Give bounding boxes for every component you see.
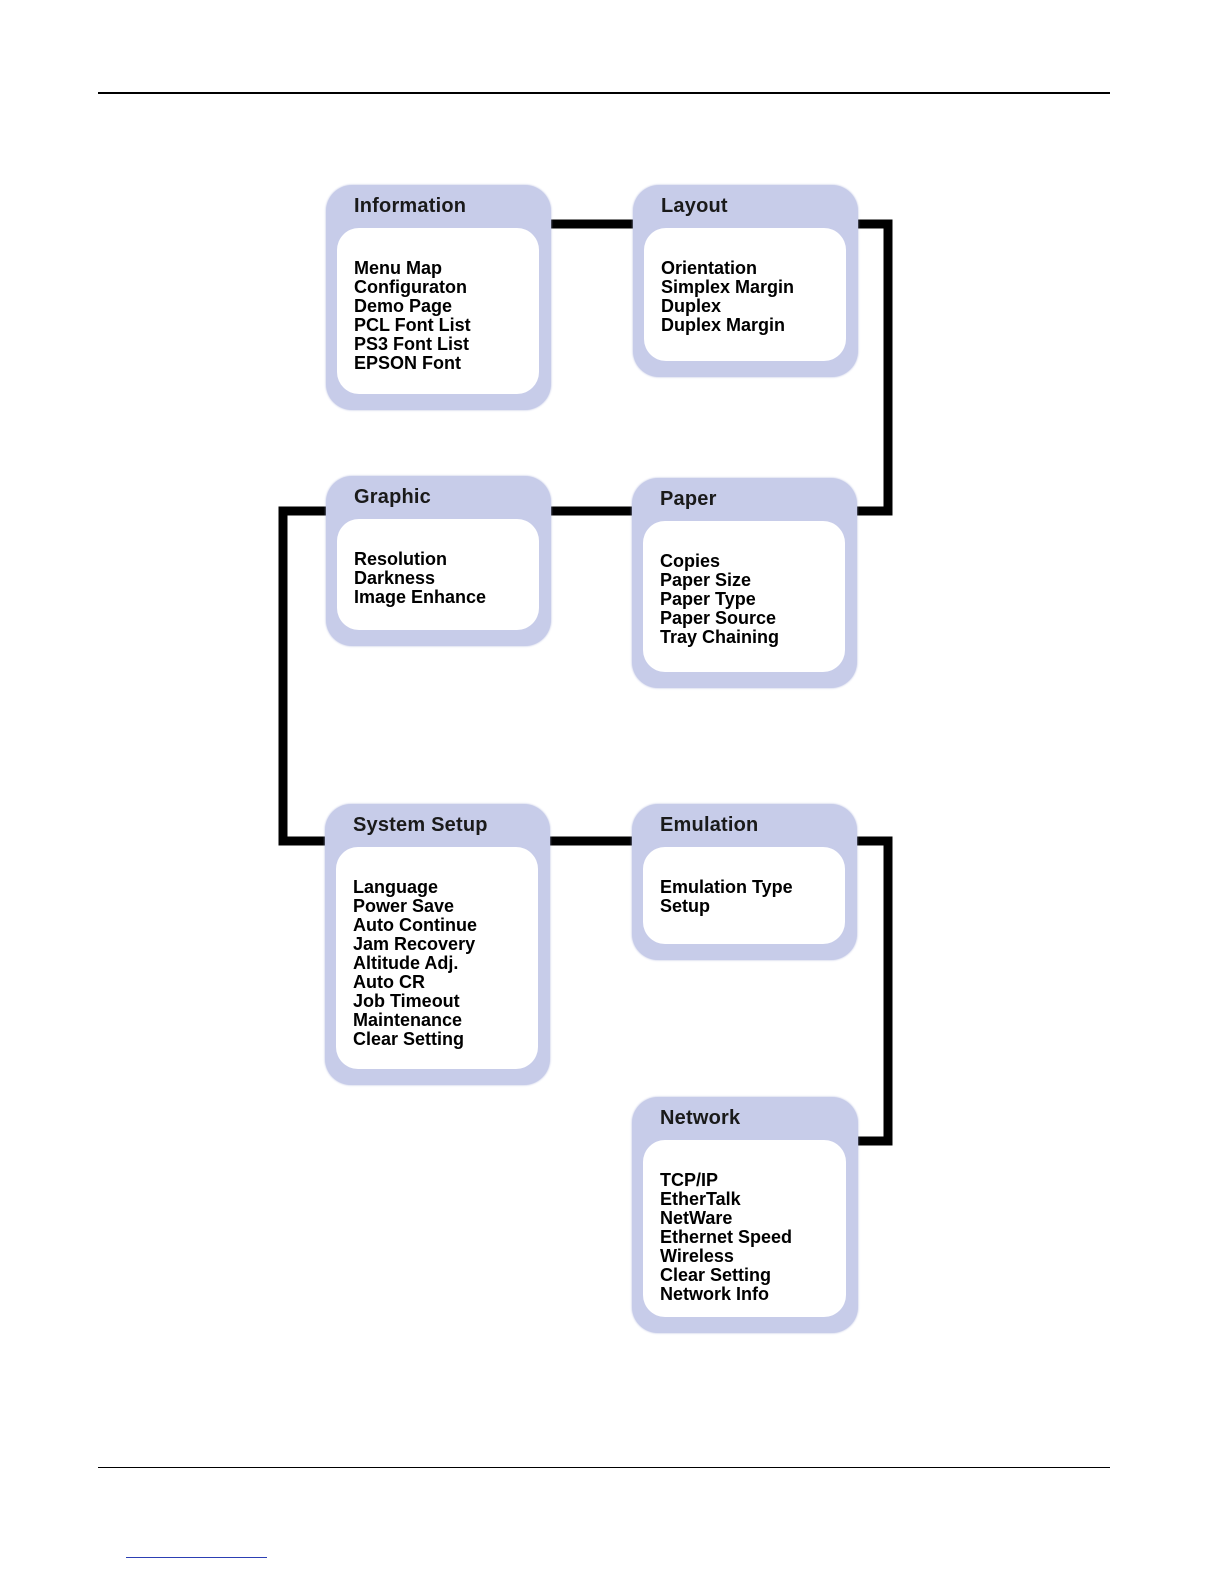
header-rule (98, 92, 1110, 94)
menu-item: TCP/IP (660, 1170, 719, 1190)
menu-title-layout: Layout (661, 195, 728, 217)
menu-item: Image Enhance (354, 587, 487, 607)
menu-item: Auto CR (353, 972, 425, 992)
menu-item: EtherTalk (660, 1189, 741, 1209)
menu-box-paper: Paper Copies Paper Size Paper Type Paper… (632, 478, 857, 688)
menu-item: Emulation Type (660, 877, 793, 897)
menu-item: Clear Setting (353, 1029, 465, 1049)
menu-panel-paper: Copies Paper Size Paper Type Paper Sourc… (643, 521, 845, 672)
menu-item: Ethernet Speed (660, 1227, 793, 1247)
menu-panel-system-setup: Language Power Save Auto Continue Jam Re… (336, 847, 538, 1069)
menu-item: Network Info (660, 1284, 770, 1304)
menu-panel-layout: Orientation Simplex Margin Duplex Duplex… (644, 228, 846, 361)
menu-items-information: Menu Map Configuraton Demo Page PCL Font… (354, 259, 471, 373)
menu-box-emulation: Emulation Emulation Type Setup (632, 804, 857, 960)
menu-title-information: Information (354, 195, 467, 217)
menu-box-network: Network TCP/IP EtherTalk NetWare Etherne… (632, 1097, 858, 1333)
menu-item: Clear Setting (660, 1265, 772, 1285)
menu-item: Paper Type (660, 589, 756, 609)
menu-item: Duplex Margin (661, 315, 786, 335)
menu-item: Resolution (354, 549, 447, 569)
menu-item: Configuraton (354, 277, 467, 297)
menu-panel-information: Menu Map Configuraton Demo Page PCL Font… (337, 228, 539, 394)
footer-rule (98, 1467, 1110, 1468)
menu-items-system-setup: Language Power Save Auto Continue Jam Re… (353, 878, 477, 1049)
menu-item: Duplex (661, 296, 722, 316)
menu-item: Menu Map (354, 258, 442, 278)
menu-item: Copies (660, 551, 721, 571)
menu-title-system-setup: System Setup (353, 814, 488, 836)
menu-item: Simplex Margin (661, 277, 795, 297)
menu-item: Orientation (661, 258, 758, 278)
connector-graphic-system-setup (278, 506, 328, 846)
menu-title-paper: Paper (660, 488, 717, 510)
menu-item: Language (353, 877, 439, 897)
menu-item: Power Save (353, 896, 455, 916)
menu-item: Job Timeout (353, 991, 460, 1011)
menu-item: Auto Continue (353, 915, 477, 935)
menu-item: Tray Chaining (660, 627, 780, 647)
menu-panel-emulation: Emulation Type Setup (643, 847, 845, 944)
menu-item: PCL Font List (354, 315, 471, 335)
menu-box-layout: Layout Orientation Simplex Margin Duplex… (633, 185, 858, 377)
menu-box-information: Information Menu Map Configuraton Demo P… (326, 185, 551, 410)
menu-item: Paper Size (660, 570, 752, 590)
menu-item: NetWare (660, 1208, 733, 1228)
menu-item: Wireless (660, 1246, 734, 1266)
menu-panel-network: TCP/IP EtherTalk NetWare Ethernet Speed … (643, 1140, 846, 1317)
menu-item: Maintenance (353, 1010, 463, 1030)
menu-items-emulation: Emulation Type Setup (660, 878, 793, 916)
menu-item: PS3 Font List (354, 334, 470, 354)
connector-layout-paper (855, 219, 893, 516)
menu-title-graphic: Graphic (354, 486, 431, 508)
menu-item: Jam Recovery (353, 934, 476, 954)
menu-items-graphic: Resolution Darkness Image Enhance (354, 550, 486, 607)
menu-item: Setup (660, 896, 711, 916)
menu-title-emulation: Emulation (660, 814, 759, 836)
menu-items-network: TCP/IP EtherTalk NetWare Ethernet Speed … (660, 1171, 792, 1304)
menu-items-layout: Orientation Simplex Margin Duplex Duplex… (661, 259, 794, 335)
menu-item: Paper Source (660, 608, 777, 628)
connector-emulation-network (855, 836, 893, 1146)
menu-title-network: Network (660, 1107, 741, 1129)
menu-item: EPSON Font (354, 353, 461, 373)
menu-items-paper: Copies Paper Size Paper Type Paper Sourc… (660, 552, 779, 647)
menu-panel-graphic: Resolution Darkness Image Enhance (337, 519, 539, 630)
menu-item: Altitude Adj. (353, 953, 459, 973)
footer-link-underline[interactable] (126, 1557, 267, 1558)
menu-box-system-setup: System Setup Language Power Save Auto Co… (325, 804, 550, 1085)
menu-box-graphic: Graphic Resolution Darkness Image Enhanc… (326, 476, 551, 646)
menu-item: Darkness (354, 568, 436, 588)
menu-item: Demo Page (354, 296, 453, 316)
